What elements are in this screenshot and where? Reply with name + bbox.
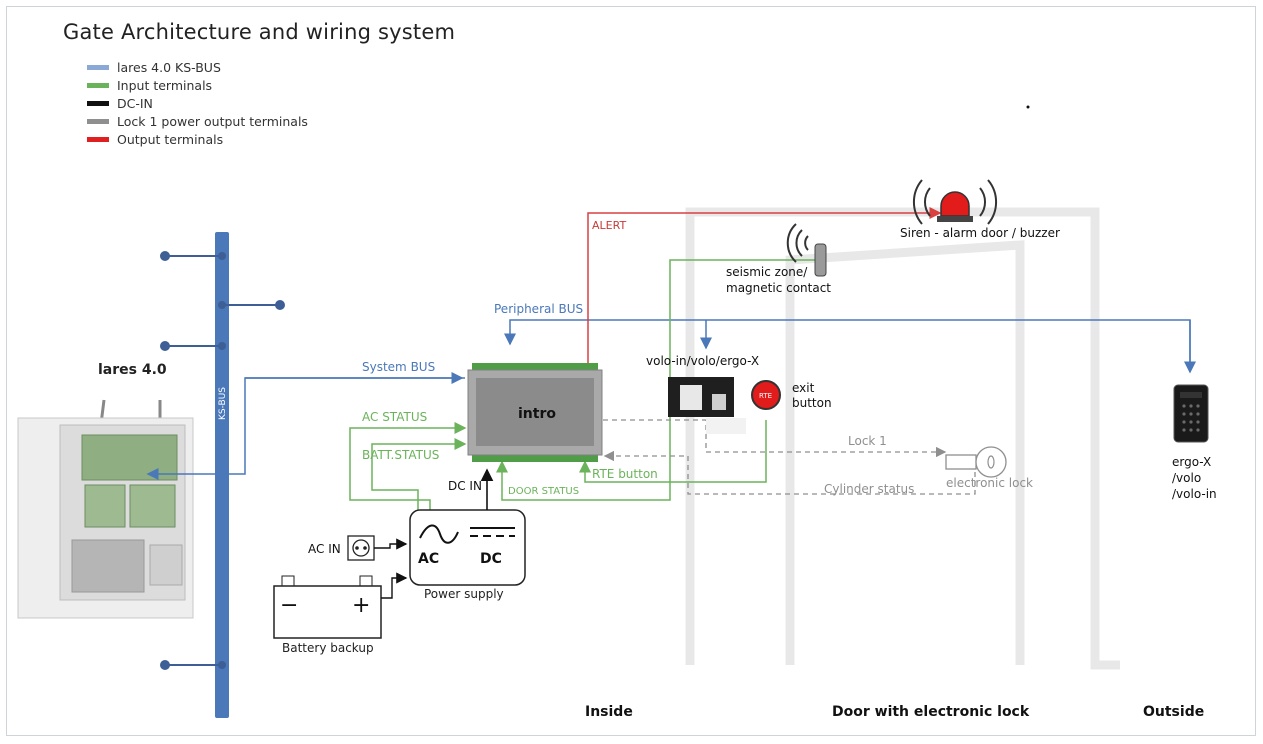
peripheral-bus-label: Peripheral BUS [494, 302, 583, 316]
system-bus-line [146, 372, 465, 480]
seismic-label-line1: seismic zone/ [726, 265, 808, 279]
seismic-sensor [786, 223, 827, 277]
legend-item-dcin: DC-IN [87, 94, 308, 112]
intro-terminals-top [472, 363, 598, 371]
rte-input-line [579, 420, 767, 483]
siren-label: Siren - alarm door / buzzer [900, 226, 1060, 240]
rte-button-label: RTE button [592, 467, 658, 481]
ac-in-label: AC IN [308, 542, 341, 556]
cylinder-status-label: Cylinder status [824, 482, 914, 496]
siren-icon [940, 191, 970, 217]
panel-battery [71, 539, 145, 593]
legend-label-lock: Lock 1 power output terminals [117, 113, 308, 129]
reader-image [668, 377, 746, 434]
lock-body-icon [945, 454, 977, 470]
magnetic-contact-icon [814, 243, 827, 277]
battery-backup-label: Battery backup [282, 641, 374, 655]
diagram-frame [6, 6, 1256, 736]
ergo-keypad [1173, 384, 1209, 443]
legend-swatch-input [87, 82, 109, 88]
ksbus-bar [215, 232, 229, 718]
legend-swatch-lock [87, 118, 109, 124]
dc-label: DC [480, 551, 502, 567]
reader-device-icon [680, 385, 702, 410]
exit-label-line1: exit [792, 381, 815, 395]
volo-label: volo-in/volo/ergo-X [646, 354, 759, 368]
electronic-lock-label: electronic lock [946, 476, 1033, 490]
siren [912, 179, 998, 225]
reader-hand-icon [712, 394, 726, 410]
legend-swatch-output [87, 136, 109, 142]
expansion-board-2 [129, 484, 176, 528]
ac-wave-icon [419, 524, 459, 544]
peripheral-bus-line [504, 319, 1196, 374]
siren-base [937, 216, 973, 222]
lares-label: lares 4.0 [98, 362, 167, 378]
rte-label: RTE [759, 392, 772, 400]
ac-status-line [349, 422, 467, 515]
main-board [81, 434, 178, 481]
door-caption: Door with electronic lock [832, 704, 1030, 720]
ac-socket-ring [352, 539, 370, 557]
battery-plus: + [352, 593, 370, 618]
ac-label: AC [418, 551, 439, 567]
legend-swatch-ksbus [87, 64, 109, 70]
ksbus-label: KS-BUS [218, 387, 228, 420]
legend-item-lock: Lock 1 power output terminals [87, 112, 308, 130]
outside-caption: Outside [1143, 704, 1204, 720]
battery-terminal-left [281, 575, 295, 587]
door-frame [685, 207, 1120, 670]
panel-psu [149, 544, 183, 586]
battery-terminal-right [359, 575, 373, 587]
ergo-label-line2: /volo [1172, 471, 1201, 485]
seismic-input-line [496, 259, 820, 501]
seismic-label-line2: magnetic contact [726, 281, 831, 295]
exit-button-icon [751, 380, 781, 410]
cylinder-status-line [603, 450, 976, 495]
dc-in-label: DC IN [448, 479, 482, 493]
system-bus-label: System BUS [362, 360, 435, 374]
ac-in-line [374, 538, 408, 550]
legend-label-ksbus: lares 4.0 KS-BUS [117, 59, 221, 75]
alert-line [587, 207, 942, 363]
intro-controller [467, 363, 603, 462]
legend-label-dcin: DC-IN [117, 95, 153, 111]
battery-minus: − [280, 593, 298, 618]
power-supply-label: Power supply [424, 587, 504, 601]
reader-mount [706, 418, 746, 434]
legend-label-output: Output terminals [117, 131, 224, 147]
electronic-lock [945, 446, 1007, 478]
expansion-board-1 [84, 484, 126, 528]
intro-face [476, 378, 594, 446]
legend-item-output: Output terminals [87, 130, 308, 148]
stray-dot [1026, 105, 1030, 109]
intro-label: intro [518, 406, 556, 422]
lock1-label: Lock 1 [848, 434, 887, 448]
exit-label-line2: button [792, 396, 832, 410]
battery-icon [273, 585, 382, 639]
ksbus-taps [160, 251, 285, 670]
batt-status-label: BATT.STATUS [362, 448, 439, 462]
intro-terminals-bottom [472, 454, 598, 462]
lares-panel [17, 399, 194, 619]
diagram-title: Gate Architecture and wiring system [63, 20, 456, 44]
legend-item-input: Input terminals [87, 76, 308, 94]
lock1-line [603, 419, 947, 458]
legend: lares 4.0 KS-BUS Input terminals DC-IN L… [87, 58, 308, 148]
lock-cylinder-icon [975, 446, 1007, 478]
alert-label: ALERT [592, 219, 626, 232]
batt-status-line [371, 438, 467, 515]
ergo-label-line1: ergo-X [1172, 455, 1211, 469]
ac-status-label: AC STATUS [362, 410, 427, 424]
legend-item-ksbus: lares 4.0 KS-BUS [87, 58, 308, 76]
power-supply-box [409, 509, 526, 586]
inside-caption: Inside [585, 704, 633, 720]
door-status-label: DOOR STATUS [508, 486, 579, 497]
legend-swatch-dcin [87, 100, 109, 106]
legend-label-input: Input terminals [117, 77, 213, 93]
battery-line [381, 572, 408, 599]
ergo-label-line3: /volo-in [1172, 487, 1217, 501]
